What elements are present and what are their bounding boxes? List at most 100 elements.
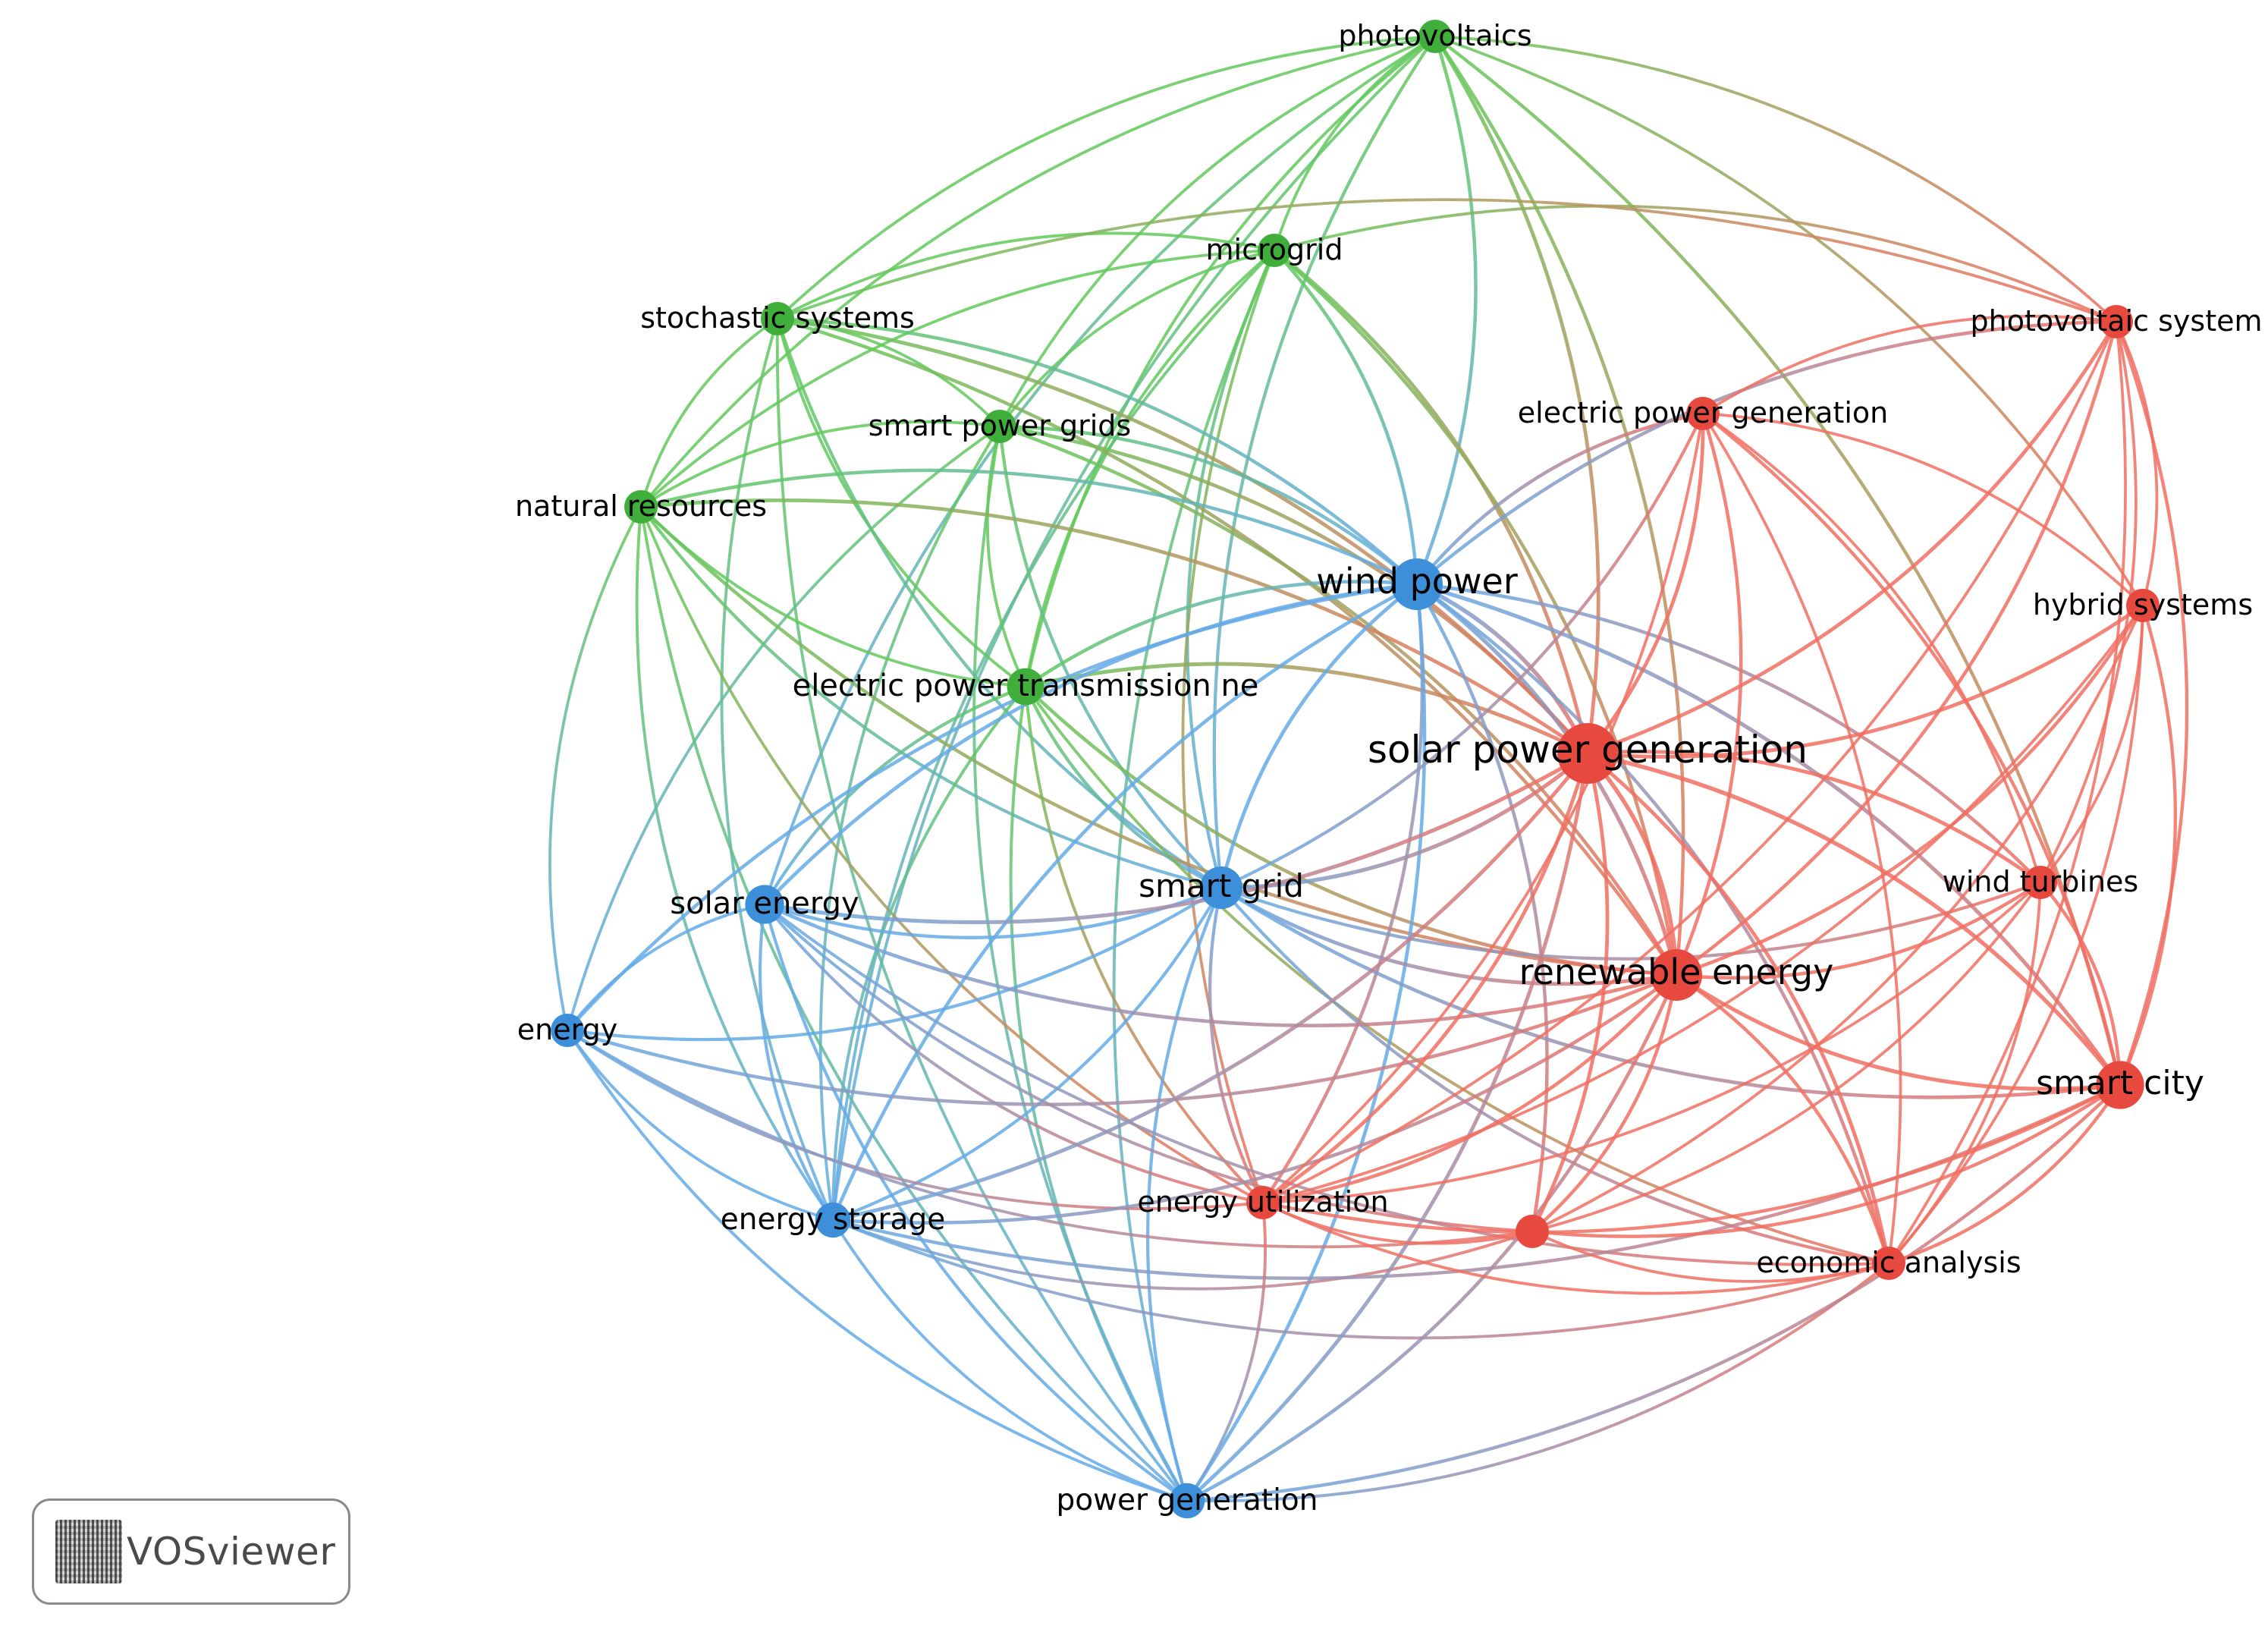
node-label-renewable-energy: renewable energy (1519, 951, 1834, 992)
link-electric-power-transmission-energy-storage (831, 685, 1027, 1221)
link-smart-city-unlabeled-red (1531, 1083, 2122, 1238)
link-smart-grid-energy-storage (832, 886, 1223, 1222)
link-energy-utilization-economic-analysis (1262, 1201, 1889, 1295)
node-label-smart-power-grids: smart power grids (869, 409, 1131, 442)
link-solar-energy-renewable-energy (764, 902, 1677, 1028)
link-solar-power-generation-unlabeled-red (1530, 753, 1610, 1233)
node-power-generation[interactable] (1169, 1483, 1205, 1519)
node-smart-city[interactable] (2096, 1061, 2144, 1109)
link-microgrid-energy-utilization (1181, 250, 1276, 1203)
link-stochastic-systems-wind-power (777, 316, 1418, 586)
link-photovoltaics-wind-power (1415, 36, 1478, 585)
vosviewer-logo-icon (55, 1520, 122, 1583)
link-wind-power-smart-city (1416, 582, 2122, 1087)
nodes-layer (551, 20, 2160, 1519)
link-hybrid-systems-economic-analysis (1887, 605, 2144, 1265)
node-natural-resources[interactable] (624, 490, 658, 524)
node-electric-power-transmission[interactable] (1007, 668, 1044, 706)
link-photovoltaic-system-smart-city (2114, 321, 2189, 1086)
link-wind-power-energy-storage (831, 582, 1418, 1221)
link-microgrid-natural-resources (639, 249, 1275, 508)
link-wind-power-electric-power-generation (1415, 411, 1704, 586)
node-solar-energy[interactable] (745, 885, 784, 924)
link-wind-turbines-smart-city (2039, 881, 2122, 1086)
link-electric-power-transmission-solar-power-generation (1025, 662, 1589, 756)
link-energy-storage-renewable-energy (832, 973, 1678, 1225)
link-wind-power-energy-utilization (1261, 583, 1425, 1204)
link-photovoltaics-electric-power-transmission (1024, 35, 1437, 687)
link-power-generation-solar-power-generation (1186, 753, 1590, 1502)
node-label-energy-utilization: energy utilization (1137, 1185, 1388, 1219)
link-photovoltaics-renewable-energy (1434, 35, 1685, 976)
node-label-power-generation: power generation (1056, 1483, 1318, 1517)
link-solar-power-generation-photovoltaic-system (1587, 320, 2119, 756)
vosviewer-badge: VOSviewer (32, 1498, 350, 1605)
link-solar-power-generation-hybrid-systems (1587, 604, 2144, 759)
node-economic-analysis[interactable] (1872, 1247, 1905, 1280)
node-unlabeled-red[interactable] (1516, 1215, 1549, 1248)
link-solar-energy-solar-power-generation (764, 751, 1589, 925)
link-microgrid-wind-power (1273, 249, 1419, 585)
link-unlabeled-red-economic-analysis (1531, 1230, 1889, 1283)
link-solar-energy-energy-utilization (763, 903, 1264, 1204)
node-smart-grid[interactable] (1200, 866, 1242, 909)
link-solar-power-generation-economic-analysis (1586, 752, 1891, 1264)
link-renewable-energy-electric-power-generation (1674, 413, 1743, 976)
link-solar-energy-unlabeled-red (763, 903, 1533, 1233)
link-wind-power-solar-power-generation (1415, 582, 1590, 755)
node-energy-storage[interactable] (815, 1202, 851, 1238)
link-electric-power-transmission-energy-utilization (1024, 686, 1264, 1204)
link-smart-city-energy-utilization (1262, 1083, 2122, 1234)
node-smart-power-grids[interactable] (983, 410, 1016, 443)
link-solar-power-generation-electric-power-generation (1586, 413, 1705, 755)
node-solar-power-generation[interactable] (1557, 723, 1618, 784)
node-microgrid[interactable] (1258, 234, 1291, 267)
node-hybrid-systems[interactable] (2126, 589, 2160, 622)
link-smart-grid-wind-turbines (1220, 881, 2041, 961)
edges-layer (548, 35, 2189, 1503)
link-electric-power-generation-energy-utilization (1261, 413, 1704, 1204)
link-power-generation-energy-utilization (1186, 1202, 1267, 1502)
link-renewable-energy-smart-city (1675, 973, 2121, 1091)
node-stochastic-systems[interactable] (761, 302, 794, 335)
link-microgrid-photovoltaic-system (1274, 204, 2117, 323)
node-label-photovoltaic-system: photovoltaic system (1971, 304, 2263, 338)
node-photovoltaic-system[interactable] (2100, 305, 2133, 338)
link-smart-grid-energy-utilization (1208, 887, 1264, 1203)
node-wind-turbines[interactable] (2024, 866, 2057, 899)
node-label-electric-power-transmission: electric power transmission ne (793, 668, 1259, 703)
link-photovoltaic-system-economic-analysis (1887, 321, 2127, 1265)
link-hybrid-systems-energy-utilization (1262, 604, 2144, 1204)
brand-name: VOSviewer (127, 1530, 336, 1574)
link-smart-power-grids-wind-power (999, 424, 1418, 586)
link-renewable-energy-unlabeled-red (1531, 974, 1679, 1233)
link-energy-energy-utilization (566, 1029, 1264, 1210)
link-photovoltaics-microgrid (1273, 35, 1437, 251)
node-label-microgrid: microgrid (1206, 233, 1343, 266)
link-smart-power-grids-renewable-energy (999, 424, 1678, 976)
link-photovoltaics-smart-power-grids (998, 35, 1436, 427)
link-power-generation-smart-city (1186, 1083, 2122, 1503)
node-label-energy: energy (517, 1013, 617, 1046)
link-natural-resources-power-generation (639, 506, 1189, 1502)
link-smart-grid-economic-analysis (1220, 886, 1889, 1266)
link-stochastic-systems-energy-storage (720, 318, 834, 1221)
link-wind-turbines-energy-utilization (1262, 881, 2042, 1204)
link-electric-power-transmission-renewable-energy (1024, 685, 1677, 977)
node-wind-power[interactable] (1391, 558, 1443, 610)
link-smart-grid-electric-power-generation (1220, 413, 1704, 889)
link-electric-power-generation-photovoltaic-system (1701, 314, 2117, 415)
node-energy-utilization[interactable] (1246, 1186, 1280, 1219)
link-power-generation-renewable-energy (1186, 974, 1679, 1503)
node-label-stochastic-systems: stochastic systems (640, 301, 915, 335)
link-solar-power-generation-renewable-energy (1585, 752, 1679, 976)
link-natural-resources-smart-grid (639, 505, 1222, 890)
node-renewable-energy[interactable] (1651, 949, 1702, 1001)
link-solar-energy-economic-analysis (763, 903, 1889, 1266)
node-photovoltaics[interactable] (1418, 20, 1452, 53)
node-electric-power-generation[interactable] (1686, 397, 1720, 430)
link-wind-turbines-economic-analysis (1887, 882, 2042, 1265)
node-energy[interactable] (551, 1014, 584, 1047)
link-stochastic-systems-smart-grid (776, 318, 1223, 889)
